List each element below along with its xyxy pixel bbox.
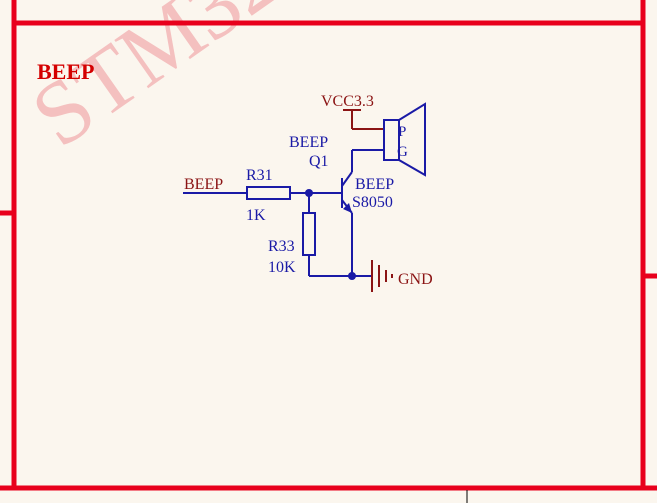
q1-part-net: BEEP <box>355 176 394 193</box>
q1-ref: Q1 <box>309 153 329 170</box>
transistor-q1 <box>341 171 353 214</box>
section-title: BEEP <box>37 59 94 84</box>
q1-net: BEEP <box>289 134 328 151</box>
speaker-pin-g: G <box>397 144 408 160</box>
r33-value: 10K <box>268 259 296 276</box>
junction-dot <box>348 272 356 280</box>
wires <box>183 149 384 277</box>
resistor-r31 <box>246 186 291 200</box>
resistor-r33 <box>302 212 316 256</box>
vcc-label: VCC3.3 <box>321 93 374 110</box>
speaker-pin-p: P <box>398 124 406 140</box>
gnd-label: GND <box>398 271 433 288</box>
sheet-frame <box>0 0 657 491</box>
net-label-beep: BEEP <box>184 176 223 193</box>
r33-ref: R33 <box>268 238 295 255</box>
ground-symbol <box>371 260 393 292</box>
speaker-symbol <box>383 102 426 177</box>
vcc-symbol <box>343 109 384 130</box>
r31-ref: R31 <box>246 167 273 184</box>
q1-part: S8050 <box>352 194 393 211</box>
junction-dot <box>305 189 313 197</box>
r31-value: 1K <box>246 207 266 224</box>
